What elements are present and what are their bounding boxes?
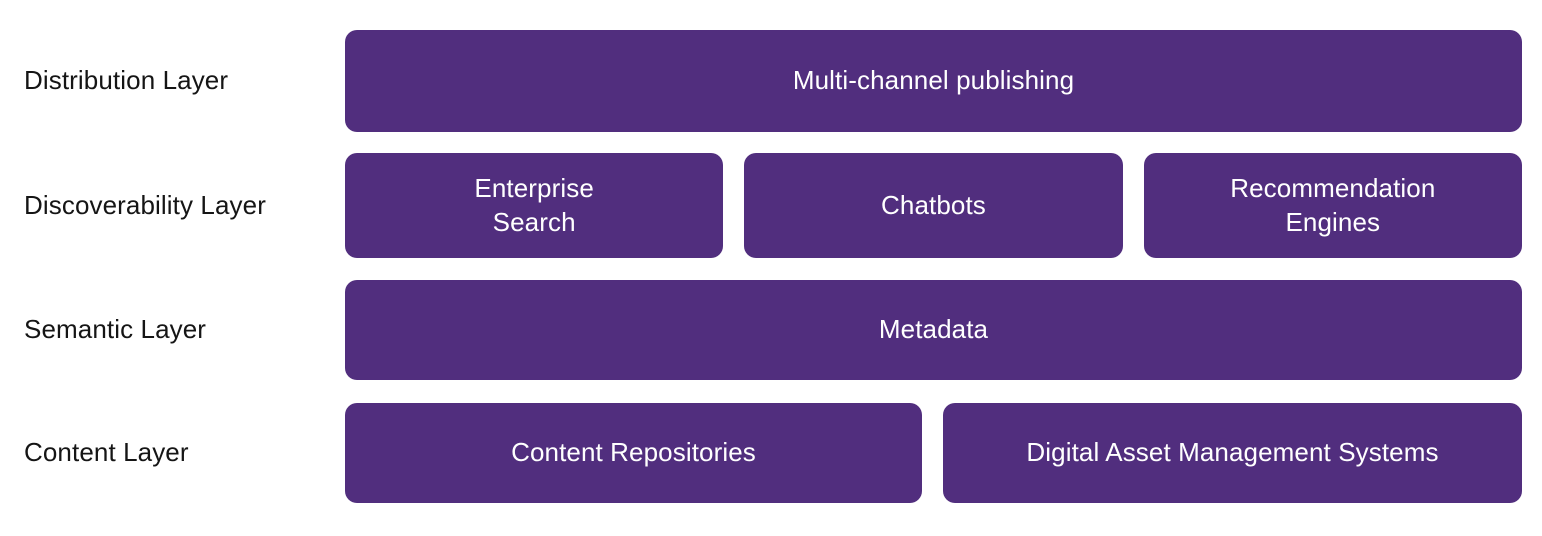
row-label-discoverability: Discoverability Layer xyxy=(24,189,266,220)
box-content-repositories[interactable]: Content Repositories xyxy=(345,403,922,503)
row-label-content: Content Layer xyxy=(24,437,189,468)
row-boxes-content: Content Repositories Digital Asset Manag… xyxy=(345,403,1522,503)
box-digital-asset-management-systems[interactable]: Digital Asset Management Systems xyxy=(943,403,1522,503)
row-boxes-distribution: Multi-channel publishing xyxy=(345,30,1522,132)
row-boxes-semantic: Metadata xyxy=(345,280,1522,380)
row-label-semantic: Semantic Layer xyxy=(24,314,207,345)
layer-row-distribution: Distribution Layer Multi-channel publish… xyxy=(0,30,1542,132)
row-boxes-discoverability: Enterprise Search Chatbots Recommendatio… xyxy=(345,153,1522,258)
layer-row-content: Content Layer Content Repositories Digit… xyxy=(0,403,1542,503)
box-enterprise-search[interactable]: Enterprise Search xyxy=(345,153,724,258)
box-recommendation-engines[interactable]: Recommendation Engines xyxy=(1143,153,1522,258)
box-chatbots[interactable]: Chatbots xyxy=(744,153,1123,258)
row-label-distribution: Distribution Layer xyxy=(24,65,229,96)
layer-row-discoverability: Discoverability Layer Enterprise Search … xyxy=(0,153,1542,258)
box-metadata[interactable]: Metadata xyxy=(345,280,1522,380)
layer-row-semantic: Semantic Layer Metadata xyxy=(0,280,1542,380)
box-multi-channel-publishing[interactable]: Multi-channel publishing xyxy=(345,30,1522,132)
